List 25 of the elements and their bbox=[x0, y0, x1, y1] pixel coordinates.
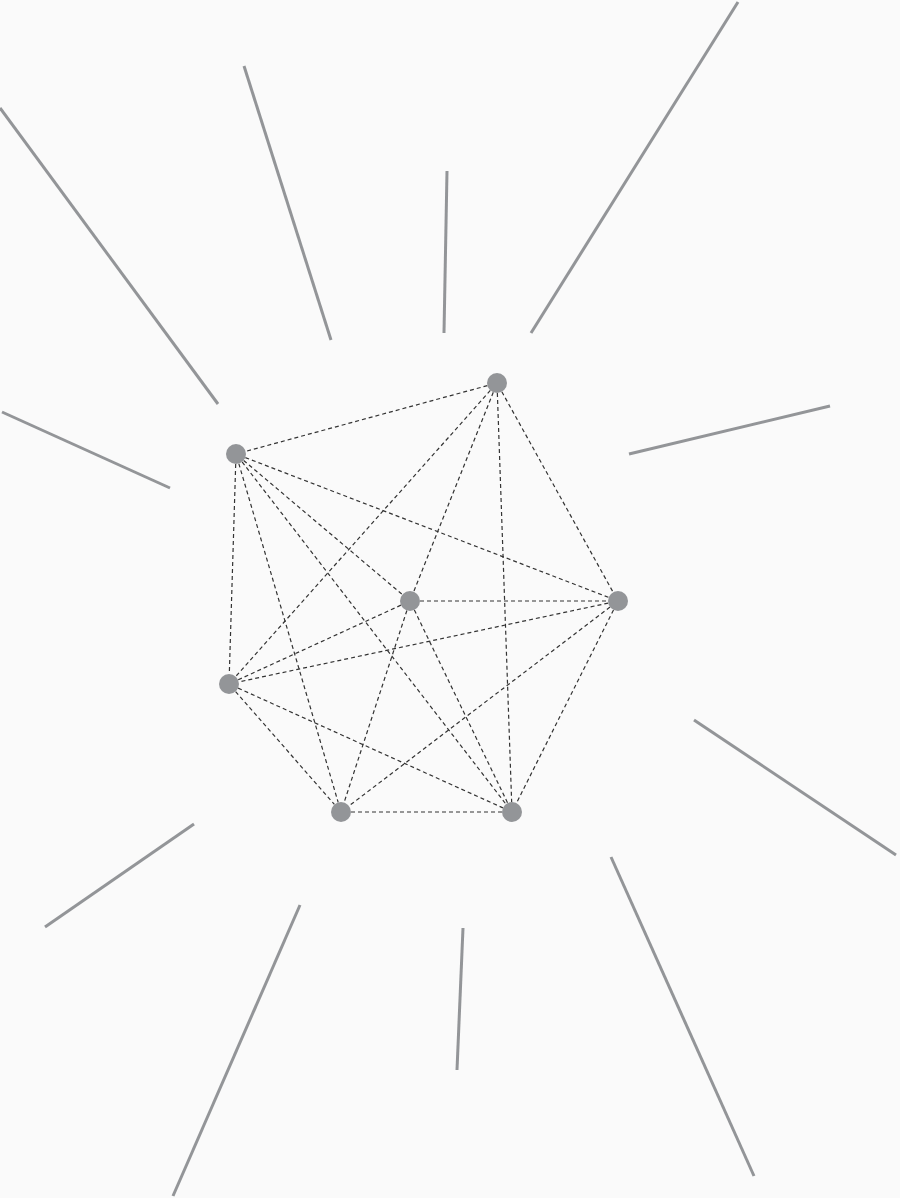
node-dot bbox=[331, 802, 351, 822]
dashed-connector bbox=[238, 463, 339, 803]
dashed-connector bbox=[413, 391, 494, 593]
dashed-connector bbox=[237, 604, 402, 681]
dashed-connector bbox=[350, 811, 503, 813]
dashed-connector bbox=[419, 600, 609, 602]
dashed-connector bbox=[413, 609, 509, 804]
dashed-connector bbox=[244, 457, 610, 598]
node-dot bbox=[400, 591, 420, 611]
node-dot bbox=[502, 802, 522, 822]
dashed-connector bbox=[496, 392, 513, 803]
dashed-connector bbox=[343, 609, 408, 804]
node-dot bbox=[487, 373, 507, 393]
dashed-connector bbox=[245, 385, 488, 452]
node-dot bbox=[608, 591, 628, 611]
dashed-connector bbox=[501, 391, 614, 593]
dashed-connector bbox=[235, 690, 335, 806]
dashed-connector bbox=[237, 687, 504, 809]
node-dot bbox=[219, 674, 239, 694]
dashed-connector bbox=[348, 606, 611, 807]
dashed-connector bbox=[235, 389, 491, 678]
dashed-connector bbox=[241, 461, 507, 805]
dashed-connector bbox=[243, 459, 403, 596]
node-dot bbox=[226, 444, 246, 464]
dashed-connector bbox=[515, 609, 615, 804]
